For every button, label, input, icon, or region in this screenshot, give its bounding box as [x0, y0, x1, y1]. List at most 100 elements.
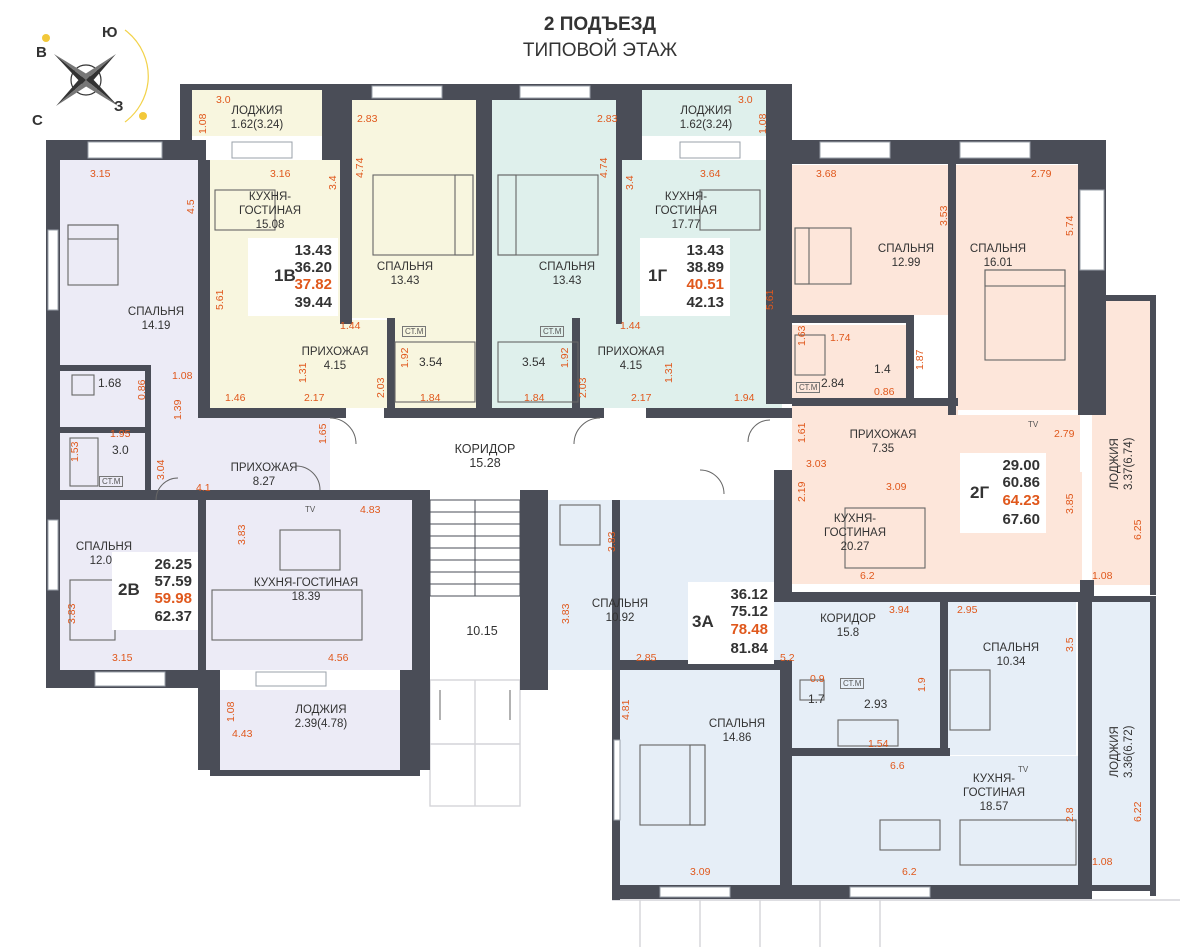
washer-label: СТ.М — [99, 476, 124, 487]
tv-label: TV — [305, 505, 316, 514]
dim: 1.63 — [796, 325, 808, 346]
dim: 1.39 — [172, 399, 184, 420]
dim: 1.08 — [197, 113, 209, 134]
dim: 3.83 — [560, 603, 572, 624]
dim: 6.6 — [890, 760, 905, 772]
dim: 4.81 — [620, 699, 632, 720]
apartment-card-2v: 2В 26.25 57.59 59.98 62.37 — [112, 552, 198, 630]
page-title: 2 ПОДЪЕЗД — [543, 14, 657, 35]
dim: 6.2 — [902, 866, 917, 878]
dim: 2.17 — [304, 392, 325, 404]
dim: 4.5 — [185, 199, 197, 214]
dim: 3.16 — [270, 168, 291, 180]
dim: 3.83 — [236, 524, 248, 545]
dim: 1.9 — [916, 677, 928, 692]
page-subtitle: ТИПОВОЙ ЭТАЖ — [522, 40, 678, 61]
dim: 1.84 — [524, 392, 545, 404]
dim: 1.46 — [225, 392, 246, 404]
bathroom-3a: 2.93 — [864, 697, 888, 711]
dim: 4.43 — [232, 728, 253, 740]
dim: 1.54 — [868, 738, 889, 750]
dim: 3.04 — [155, 459, 167, 480]
dim: 3.09 — [690, 866, 711, 878]
dim: 2.85 — [636, 652, 657, 664]
dim: 4.74 — [598, 157, 610, 178]
room-stairwell: 10.15 — [466, 624, 498, 638]
dim: 2.79 — [1054, 428, 1075, 440]
dim: 3.03 — [806, 458, 827, 470]
dim: 2.83 — [357, 113, 378, 125]
dim: 3.15 — [90, 168, 111, 180]
dim: 2.8 — [1064, 807, 1076, 822]
dim: 6.25 — [1132, 519, 1144, 540]
dim: 4.83 — [360, 504, 381, 516]
apartment-card-1v: 1В 13.43 36.20 37.82 39.44 — [248, 238, 338, 316]
dim: 5.2 — [780, 652, 795, 664]
dim: 3.83 — [66, 603, 78, 624]
dim: 1.31 — [663, 362, 675, 383]
dim: 1.31 — [297, 362, 309, 383]
dim: 4.56 — [328, 652, 349, 664]
dim: 2.17 — [631, 392, 652, 404]
compass-north: С — [32, 112, 43, 129]
dim: 1.08 — [172, 370, 193, 382]
dim: 1.74 — [830, 332, 851, 344]
dim: 1.44 — [340, 320, 361, 332]
compass-east: З — [114, 98, 124, 115]
dim: 3.5 — [1064, 637, 1076, 652]
dim: 1.44 — [620, 320, 641, 332]
dim: 3.09 — [886, 481, 907, 493]
apartment-card-3a: 3А 36.12 75.12 78.48 81.84 — [688, 582, 774, 664]
compass-rose-icon — [42, 29, 149, 123]
dim: 2.03 — [375, 377, 387, 398]
dim: 1.84 — [420, 392, 441, 404]
dim: 3.4 — [327, 175, 339, 190]
dim: 4.74 — [354, 157, 366, 178]
dim: 1.92 — [559, 347, 571, 368]
compass-west: В — [36, 44, 47, 61]
dim: 1.08 — [1092, 570, 1113, 582]
dim: 1.95 — [110, 428, 131, 440]
dim: 0.86 — [136, 379, 148, 400]
bathroom-1v: 3.54 — [419, 355, 443, 369]
dim: 3.4 — [624, 175, 636, 190]
dim: 3.64 — [700, 168, 721, 180]
dim: 5.61 — [764, 289, 776, 310]
dim: 1.92 — [399, 347, 411, 368]
dim: 1.65 — [317, 423, 329, 444]
dim: 2.95 — [957, 604, 978, 616]
apartment-card-2g: 2Г 29.00 60.86 64.23 67.60 — [960, 453, 1046, 533]
doors — [155, 417, 771, 720]
dim: 4.1 — [196, 482, 211, 494]
apartment-card-1g: 1Г 13.43 38.89 40.51 42.13 — [640, 238, 730, 316]
washer-label: СТ.М — [402, 326, 427, 337]
tv-label: TV — [1018, 765, 1029, 774]
dim: 2.83 — [597, 113, 618, 125]
dim: 1.08 — [757, 113, 769, 134]
washer-label: СТ.М — [840, 678, 865, 689]
dim: 3.0 — [738, 94, 753, 106]
dim: 3.94 — [889, 604, 910, 616]
